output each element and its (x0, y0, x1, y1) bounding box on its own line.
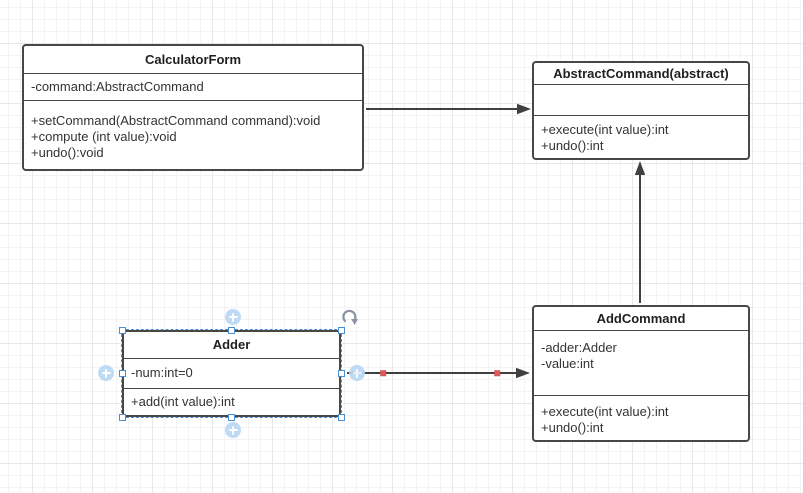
class-method: +add(int value):int (131, 394, 235, 409)
attributes-section (534, 84, 748, 115)
class-method: +undo():void (31, 145, 104, 160)
class-abstractcommand[interactable]: AbstractCommand(abstract) +execute(int v… (532, 61, 750, 160)
attributes-section: -command:AbstractCommand (24, 73, 362, 100)
class-method: +setCommand(AbstractCommand command):voi… (31, 113, 321, 128)
class-adder[interactable]: Adder -num:int=0 +add(int value):int (122, 330, 341, 417)
selection-handle-nw[interactable] (118, 326, 126, 334)
attributes-section: -num:int=0 (124, 358, 339, 388)
arrowhead-icon (517, 103, 531, 115)
arrowhead-icon (516, 367, 530, 379)
selection-handle-n[interactable] (228, 326, 235, 334)
class-attribute: -value:int (541, 356, 594, 371)
class-title: Adder (212, 337, 251, 352)
class-attribute: -num:int=0 (131, 365, 193, 380)
selection-handle-sw[interactable] (118, 413, 126, 421)
class-title: CalculatorForm (144, 51, 242, 67)
rotate-handle-icon[interactable] (341, 308, 361, 328)
edge-addcommand-to-abstractcommand[interactable] (634, 161, 646, 303)
methods-section: +execute(int value):int +undo():int (534, 395, 748, 440)
selection-handle-se[interactable] (337, 413, 345, 421)
methods-section: +setCommand(AbstractCommand command):voi… (24, 100, 362, 169)
class-method: +undo():int (541, 138, 604, 153)
class-title: AbstractCommand(abstract) (553, 65, 729, 81)
arrowhead-icon (634, 161, 646, 175)
connect-arrow-top-icon[interactable] (225, 309, 241, 325)
class-attribute: -command:AbstractCommand (31, 79, 204, 94)
edge-waypoint[interactable] (380, 370, 387, 377)
class-method: +compute (int value):void (31, 129, 177, 144)
methods-section: +execute(int value):int +undo():int (534, 115, 748, 158)
class-title: AddCommand (596, 310, 686, 326)
methods-section: +add(int value):int (124, 388, 339, 415)
class-calculatorform[interactable]: CalculatorForm -command:AbstractCommand … (22, 44, 364, 171)
connect-arrow-right-icon[interactable] (349, 365, 365, 381)
selection-handle-e[interactable] (337, 370, 345, 377)
class-method: +execute(int value):int (541, 404, 669, 419)
attributes-section: -adder:Adder -value:int (534, 330, 748, 395)
edge-waypoint[interactable] (494, 370, 501, 377)
edge-adder-to-addcommand[interactable] (347, 367, 530, 379)
class-addcommand[interactable]: AddCommand -adder:Adder -value:int +exec… (532, 305, 750, 442)
connect-arrow-bottom-icon[interactable] (225, 422, 241, 438)
class-method: +undo():int (541, 420, 604, 435)
class-method: +execute(int value):int (541, 122, 669, 137)
selection-handle-w[interactable] (118, 370, 126, 377)
edge-calculatorform-to-abstractcommand[interactable] (366, 103, 531, 115)
connect-arrow-left-icon[interactable] (98, 365, 114, 381)
selection-handle-s[interactable] (228, 413, 235, 421)
class-attribute: -adder:Adder (541, 340, 617, 355)
